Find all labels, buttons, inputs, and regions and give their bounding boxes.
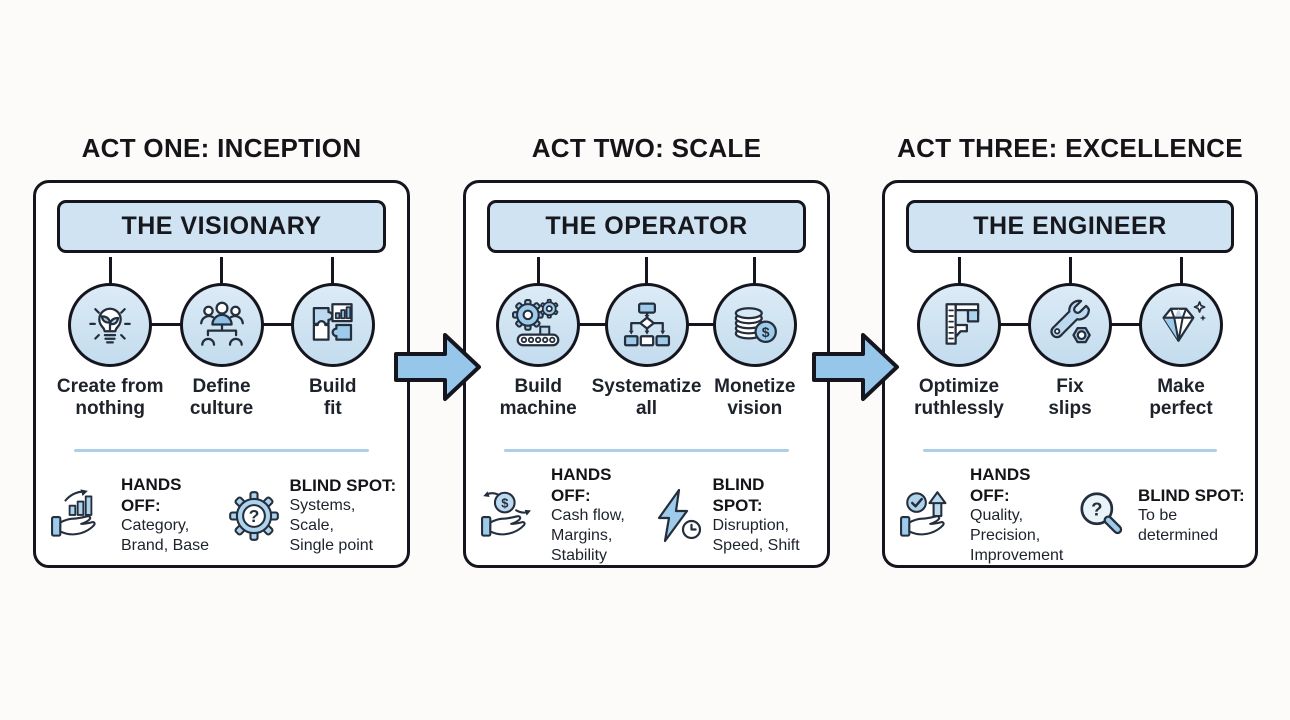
flow-arrow-2 [812, 333, 899, 401]
step-circle [290, 283, 375, 367]
bolt-clock-icon [657, 488, 701, 543]
step-circle [68, 283, 153, 367]
blind-spot-item: ? BLIND SPOT: Systems, Scale, Single poi… [225, 476, 400, 557]
step-label: Make perfect [1149, 376, 1213, 420]
step-circle [604, 283, 689, 367]
gears-conveyor-icon [512, 298, 560, 347]
hands-off-detail: Cash flow, Margins, Stability [551, 507, 625, 565]
blind-spot-title: BLIND SPOT: [1138, 485, 1245, 505]
blind-spot-title: BLIND SPOT: [712, 475, 765, 515]
persona-footer: HANDS OFF: Category, Brand, Base [50, 469, 399, 563]
divider [923, 449, 1217, 452]
blind-spot-detail: Disruption, Speed, Shift [712, 517, 800, 555]
step-label: Define culture [189, 376, 254, 420]
persona-card-operator: THE OPERATOR [463, 180, 830, 568]
hands-off-title: HANDS OFF: [551, 465, 612, 505]
hands-off-item: HANDS OFF: Category, Brand, Base [50, 475, 225, 556]
step-circle: $ [712, 283, 797, 367]
svg-text:?: ? [248, 506, 259, 526]
connector-line [331, 257, 335, 285]
act-section-2: ACT TWO: SCALE THE OPERATOR [463, 132, 830, 568]
persona-title: THE ENGINEER [906, 200, 1234, 253]
team-icon [199, 301, 244, 346]
flowchart-icon [623, 302, 670, 347]
act-heading: ACT TWO: SCALE [531, 133, 762, 163]
connector-line [536, 257, 540, 285]
step-circle [917, 283, 1001, 367]
step-label: Optimize ruthlessly [914, 376, 1004, 420]
blind-spot-detail: To be determined [1138, 507, 1219, 545]
persona-footer: HANDS OFF: Quality, Precision, Improveme… [899, 465, 1247, 564]
svg-text:$: $ [762, 324, 770, 340]
connector-line [108, 257, 112, 285]
persona-footer: $ HANDS OFF: Cash flow, Margins, Stabili… [480, 465, 820, 564]
step-circle [1028, 283, 1112, 367]
act-section-1: ACT ONE: INCEPTION THE VISIONARY [33, 132, 410, 568]
blind-spot-item: BLIND SPOT: Disruption, Speed, Shift [650, 475, 820, 556]
persona-card-visionary: THE VISIONARY [33, 180, 410, 568]
act-heading: ACT ONE: INCEPTION [81, 133, 362, 163]
step-label: Monetize vision [714, 376, 796, 420]
flow-arrow-1 [394, 333, 481, 401]
hands-off-title: HANDS OFF: [121, 475, 182, 515]
hands-off-detail: Quality, Precision, Improvement [970, 507, 1064, 565]
step-circle [179, 283, 264, 367]
connector-line [220, 257, 223, 285]
divider [504, 449, 789, 452]
connector-line [645, 257, 648, 285]
diamond-sparkle-icon [1162, 301, 1207, 342]
connector-line [1179, 257, 1183, 285]
step-label: Fix slips [1048, 376, 1092, 420]
divider [74, 449, 369, 452]
hand-dollar-swap-icon: $ [481, 491, 531, 537]
magnifier-question-icon: ? [1080, 492, 1123, 535]
step-circle [1139, 283, 1223, 367]
blind-spot-detail: Systems, Scale, Single point [289, 496, 374, 555]
persona-title: THE OPERATOR [487, 200, 806, 253]
act-heading: ACT THREE: EXCELLENCE [897, 133, 1243, 163]
hand-check-up-icon [900, 491, 947, 537]
puzzle-chart-icon [312, 303, 353, 341]
svg-text:$: $ [501, 495, 508, 510]
hands-off-detail: Category, Brand, Base [121, 517, 210, 555]
hand-growth-chart-icon [51, 489, 96, 537]
act-section-3: ACT THREE: EXCELLENCE THE ENGINEER [882, 132, 1258, 568]
blind-spot-title: BLIND SPOT: [289, 475, 397, 495]
svg-text:?: ? [1091, 498, 1102, 519]
connector-line [1068, 257, 1072, 285]
lightbulb-sprout-icon [89, 307, 131, 344]
wrench-nut-icon [1050, 299, 1091, 344]
persona-card-engineer: THE ENGINEER [882, 180, 1258, 568]
step-label: Systematize all [591, 376, 702, 420]
coins-dollar-icon: $ [734, 307, 777, 343]
hands-off-title: HANDS OFF: [970, 465, 1031, 505]
step-label: Create from nothing [56, 376, 164, 420]
step-label: Build fit [309, 376, 357, 420]
step-circle [496, 283, 581, 367]
hands-off-item: HANDS OFF: Quality, Precision, Improveme… [899, 465, 1073, 566]
hands-off-item: $ HANDS OFF: Cash flow, Margins, Stabili… [480, 465, 650, 566]
gear-question-icon: ? [228, 491, 279, 541]
caliper-icon [945, 303, 980, 345]
blind-spot-item: ? BLIND SPOT: To be determined [1073, 486, 1247, 547]
connector-line [753, 257, 757, 285]
connector-line [957, 257, 961, 285]
step-label: Build machine [499, 376, 577, 420]
persona-title: THE VISIONARY [57, 200, 386, 253]
